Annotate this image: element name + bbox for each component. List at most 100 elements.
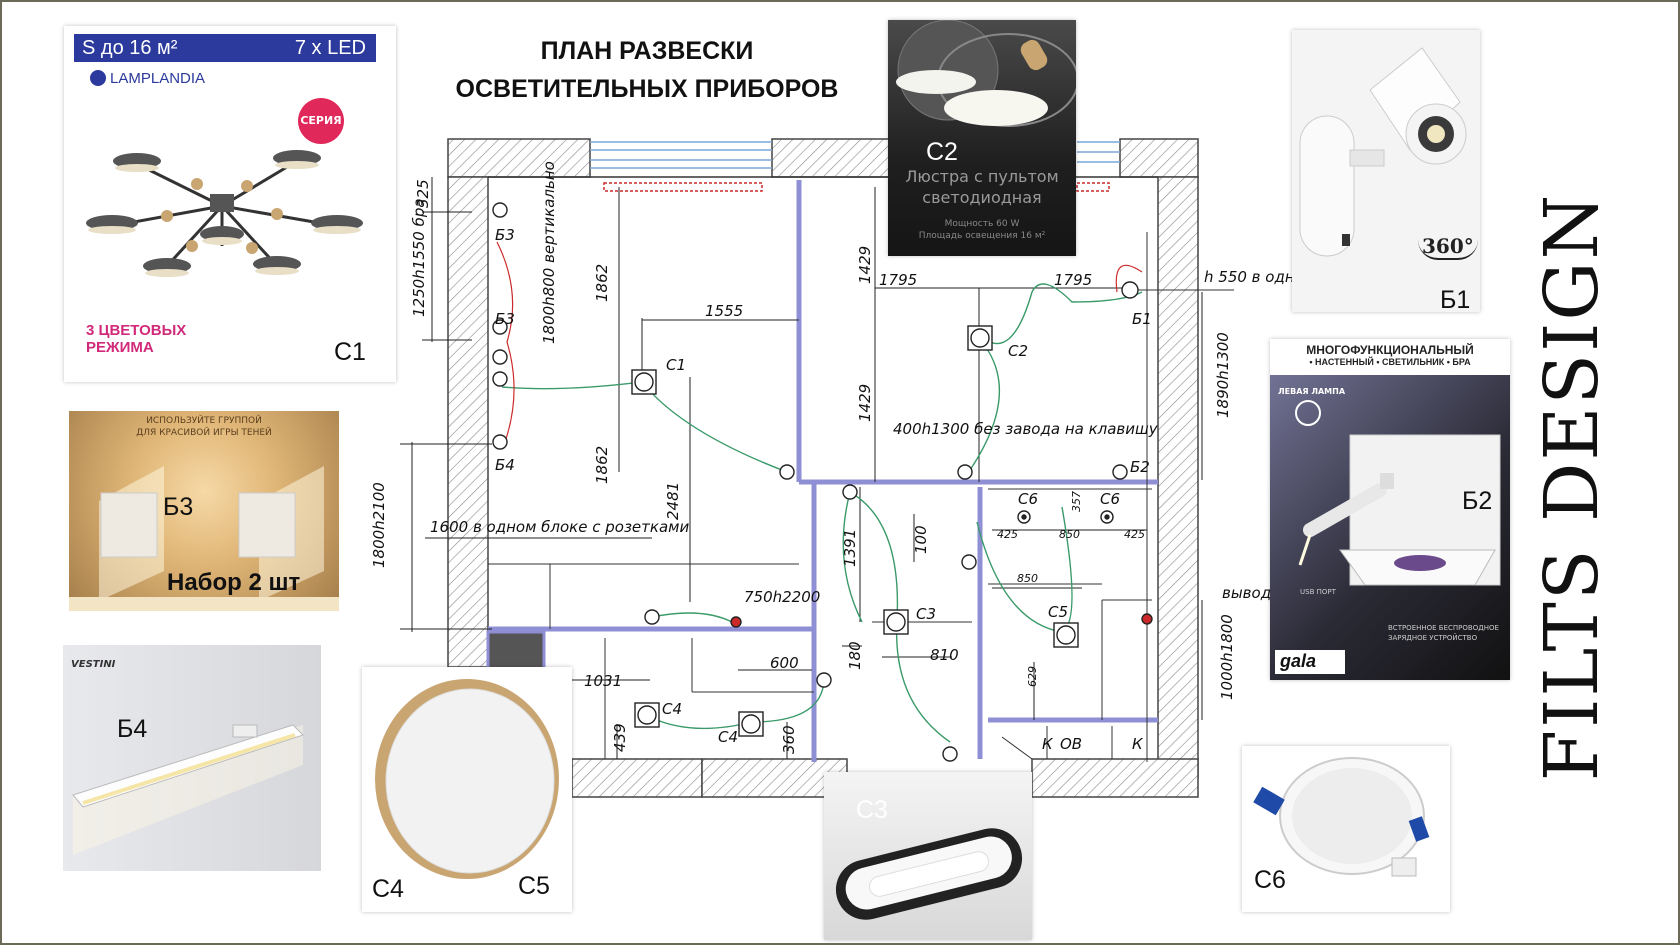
dim-1890: 1890h1300 (1214, 332, 1232, 418)
card-b2: МНОГОФУНКЦИОНАЛЬНЫЙ • НАСТЕННЫЙ • СВЕТИЛ… (1270, 339, 1510, 680)
card-b4: VESTINI Б4 (63, 645, 321, 871)
c2-caption: Люстра с пультом светодиодная (888, 166, 1076, 208)
c1-maker-text: LAMPLANDIA (110, 70, 206, 87)
dim-1600: 1600 в одном блоке с розетками (430, 518, 689, 536)
brand: FILTS DESIGN (1527, 193, 1617, 781)
wires-red (496, 241, 1143, 443)
b2-usb: USB ПОРТ (1300, 588, 1336, 596)
plan-title: ПЛАН РАЗВЕСКИ ОСВЕТИТЕЛЬНЫХ ПРИБОРОВ (422, 32, 872, 108)
b1-spotlight-icon (1299, 47, 1467, 257)
lab-b2: Б2 (1130, 458, 1150, 476)
b3-label: Б3 (163, 493, 194, 521)
c2-label: С2 (926, 138, 958, 166)
b2-wireless-line2: ЗАРЯДНОЕ УСТРОЙСТВО (1388, 634, 1478, 642)
card-c4-c5: С4 С5 (362, 667, 572, 912)
dim-1862b: 1862 (593, 446, 611, 484)
c2-ceiling-lamp-icon (896, 20, 1076, 127)
dim-360: 360 (780, 725, 798, 754)
lab-ov: ОВ (1060, 735, 1082, 753)
card-b1: 360° Б1 (1292, 30, 1480, 312)
dim-1429a: 1429 (856, 246, 874, 284)
c2-specs: Мощность 60 W Площадь освещения 16 м² (888, 218, 1076, 242)
dim-100: 100 (912, 525, 930, 554)
dim-vyvod: вывод с (1222, 584, 1285, 602)
dim-1800v: 1800h800 вертикально (540, 161, 558, 344)
lab-k1: К (1042, 735, 1054, 753)
dim-1000: 1000h1800 (1218, 614, 1236, 700)
switch-4 (961, 554, 977, 570)
dim-180: 180 (846, 641, 864, 670)
dim-2481: 2481 (664, 482, 682, 520)
lab-c4a: С4 (662, 700, 682, 718)
card-c2: С2 Люстра с пультом светодиодная Мощност… (888, 20, 1076, 256)
radiator-2 (1076, 182, 1110, 192)
switch-1 (779, 464, 795, 480)
c1-modes-line1: 3 ЦВЕТОВЫХ (86, 322, 187, 339)
card-c6: С6 (1242, 746, 1450, 912)
lamplandia-logo-icon (90, 70, 106, 86)
brand-text: FILTS DESIGN (1529, 192, 1615, 782)
radiator-1 (603, 182, 763, 192)
c1-maker: LAMPLANDIA (90, 70, 205, 87)
c2-caption-line1: Люстра с пультом (905, 167, 1059, 186)
plan-title-line1: ПЛАН РАЗВЕСКИ (540, 37, 754, 65)
switch-8 (842, 484, 858, 500)
dim-1031: 1031 (584, 672, 622, 690)
b2-header: МНОГОФУНКЦИОНАЛЬНЫЙ • НАСТЕННЫЙ • СВЕТИЛ… (1270, 339, 1510, 375)
c1-banner: S до 16 м² 7 x LED (74, 34, 376, 62)
b2-subline: • НАСТЕННЫЙ • СВЕТИЛЬНИК • БРА (1309, 357, 1471, 367)
b1-label: Б1 (1440, 286, 1471, 312)
lab-b3a: Б3 (495, 226, 515, 244)
plan-fixtures (492, 202, 1153, 762)
b4-maker: VESTINI (71, 659, 116, 670)
dim-425b: 425 (1124, 528, 1145, 541)
dim-600: 600 (770, 654, 799, 672)
c3-oval-lamp-icon (835, 828, 1023, 920)
b3-set: Набор 2 шт (167, 569, 301, 596)
outlet-red-2 (1141, 613, 1153, 625)
fixture-b3a (492, 202, 508, 218)
c1-banner-right: 7 x LED (294, 37, 366, 59)
b2-lamp-icon (1275, 400, 1501, 674)
b2-label: Б2 (1462, 487, 1493, 515)
dimension-text: 325 1250h1550 бра 1800h800 вертикально 1… (370, 161, 1315, 754)
dim-1795b: 1795 (1054, 271, 1092, 289)
switch-6 (816, 672, 832, 688)
b2-headline: МНОГОФУНКЦИОНАЛЬНЫЙ (1306, 343, 1474, 357)
c1-modes: 3 ЦВЕТОВЫХ РЕЖИМА (86, 322, 186, 356)
dim-1862a: 1862 (593, 264, 611, 302)
lab-c5: С5 (1048, 603, 1068, 621)
c1-modes-line2: РЕЖИМА (86, 339, 154, 356)
dim-1391: 1391 (841, 529, 859, 567)
dim-850b: 850 (1017, 572, 1038, 585)
dim-325: 325 (414, 179, 432, 208)
dim-400: 400h1300 без завода на клавишу (893, 420, 1159, 438)
lab-c6b: С6 (1100, 490, 1120, 508)
c2-caption-line2: светодиодная (922, 188, 1042, 207)
fixture-b3b (492, 319, 508, 335)
lab-c6a: С6 (1018, 490, 1038, 508)
plan-labels: С1 С2 С3 С4 С4 С5 С6 С6 Б1 Б2 Б3 Б3 Б4 (495, 226, 1152, 746)
c3-label: С3 (856, 796, 888, 824)
lab-k2: К (1132, 735, 1144, 753)
outer-walls (447, 138, 1199, 798)
c6-label: С6 (1254, 866, 1286, 894)
switch-5 (644, 609, 660, 625)
lab-c2: С2 (1008, 342, 1028, 360)
outlet-red-1 (730, 616, 742, 628)
b3-caption-line2: ДЛЯ КРАСИВОЙ ИГРЫ ТЕНЕЙ (136, 428, 272, 438)
b4-label: Б4 (117, 715, 148, 743)
b2-wireless: ВСТРОЕННОЕ БЕСПРОВОДНОЕ ЗАРЯДНОЕ УСТРОЙС… (1388, 623, 1499, 643)
b1-360-badge: 360° (1418, 234, 1478, 260)
c4-label: С4 (372, 875, 404, 903)
lab-b1: Б1 (1132, 310, 1152, 328)
switch-3 (1112, 464, 1128, 480)
dim-810: 810 (930, 646, 959, 664)
c6-downlight-icon (1253, 757, 1430, 877)
lab-b4: Б4 (495, 456, 515, 474)
card-c1: S до 16 м² 7 x LED LAMPLANDIA СЕРИЯ 3 ЦВ… (64, 26, 396, 382)
round-ceiling-lamp-icon (375, 679, 559, 879)
b2-wireless-line1: ВСТРОЕННОЕ БЕСПРОВОДНОЕ (1388, 624, 1499, 632)
